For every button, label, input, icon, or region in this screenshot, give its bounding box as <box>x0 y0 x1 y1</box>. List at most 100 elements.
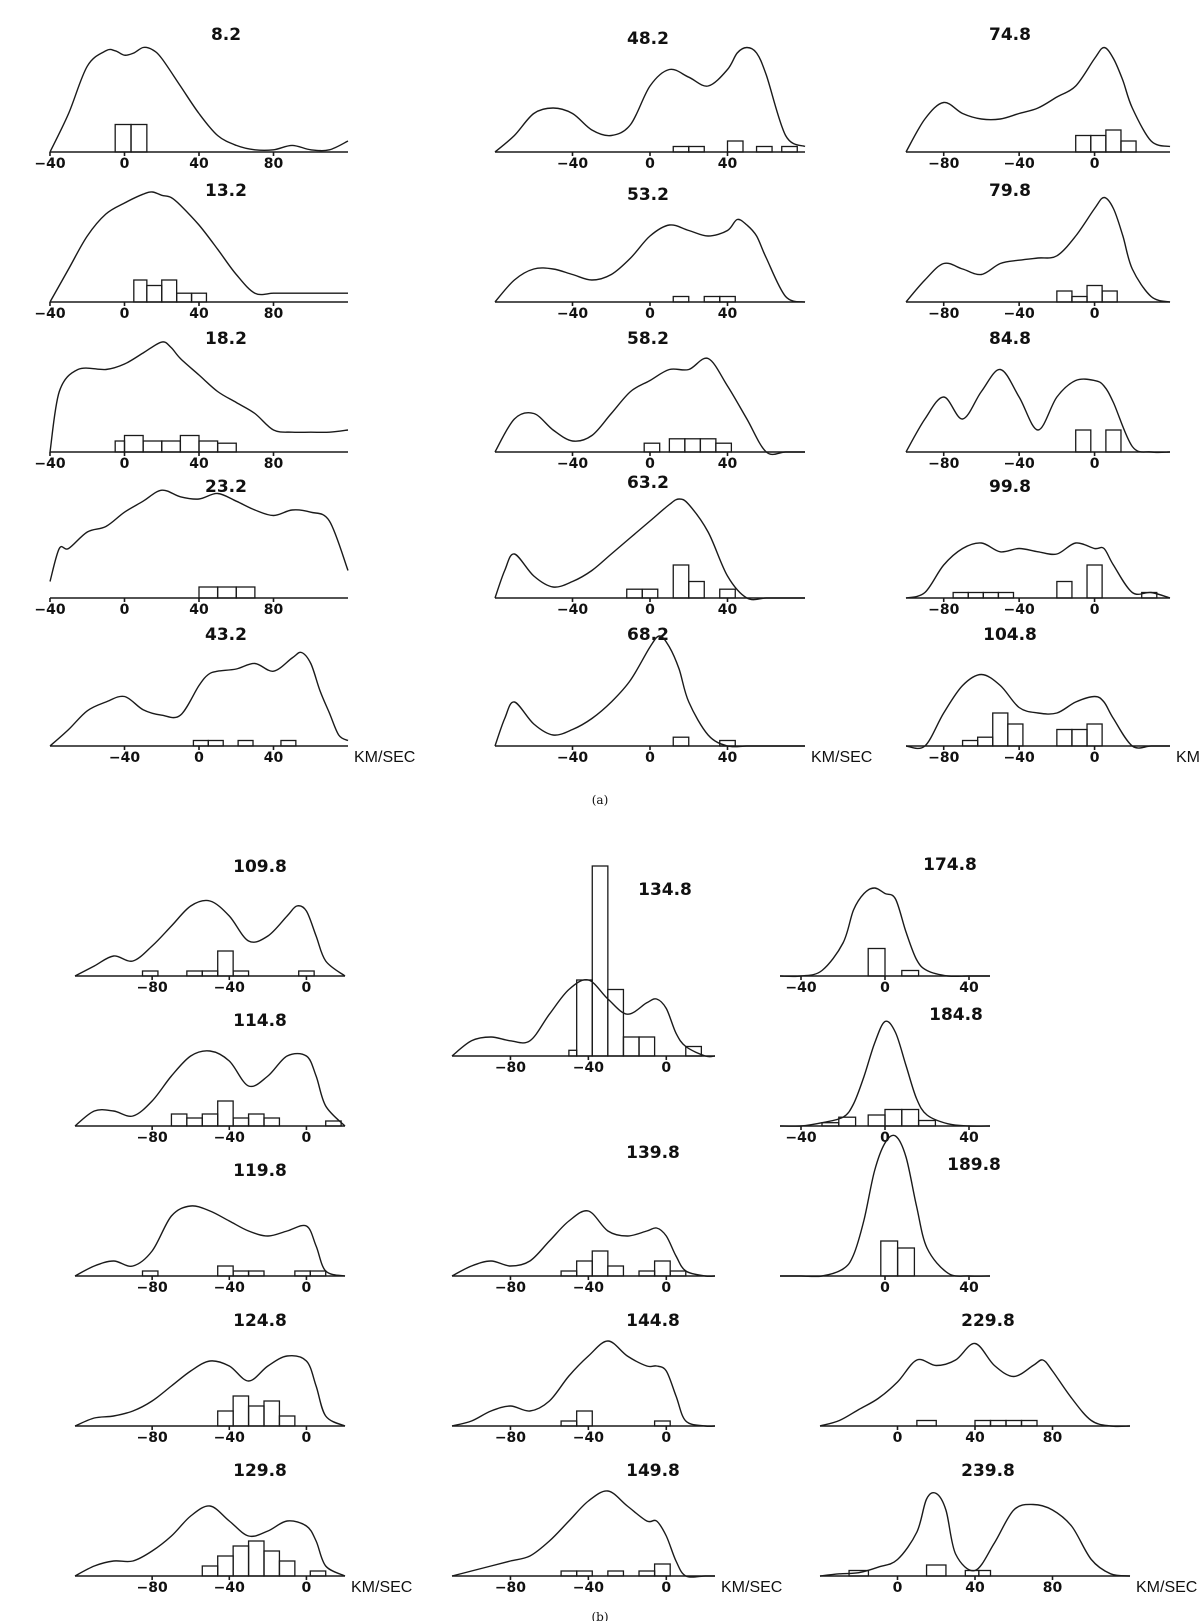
histogram-bar <box>133 279 148 303</box>
panel-title: 13.2 <box>205 181 247 201</box>
profile-curve <box>451 1340 716 1428</box>
histogram-bar <box>217 1100 234 1127</box>
tick-label: 80 <box>264 156 284 172</box>
histogram-bar <box>247 1540 265 1577</box>
histogram-bar <box>880 1240 899 1277</box>
tick-label: 0 <box>302 1580 312 1596</box>
unit-label: KM/SEC <box>1176 749 1200 766</box>
histogram-bar <box>997 591 1015 599</box>
histogram-bar <box>1075 134 1092 153</box>
profile-curve <box>451 1490 715 1578</box>
profile-curve <box>494 218 806 303</box>
histogram-bar <box>186 1117 203 1127</box>
histogram-bar <box>992 712 1009 747</box>
tick-label: −80 <box>495 1430 526 1446</box>
panel-title: 124.8 <box>233 1311 287 1331</box>
histogram-bar <box>781 145 798 153</box>
tick-label: 40 <box>959 1280 979 1296</box>
histogram-bar <box>1086 723 1103 747</box>
histogram-bar <box>232 1117 250 1127</box>
tick-label: 40 <box>718 602 738 618</box>
histogram-bar <box>591 865 609 1057</box>
profile-curve <box>905 196 1171 303</box>
histogram-bar <box>141 1270 159 1277</box>
histogram-bar <box>198 586 219 599</box>
tick-label: −40 <box>557 750 588 766</box>
tick-label: −80 <box>928 156 959 172</box>
tick-label: 0 <box>645 306 655 322</box>
panel-title: 84.8 <box>989 329 1031 349</box>
tick-label: 0 <box>661 1430 671 1446</box>
histogram-bar <box>217 1410 234 1427</box>
histogram-bar <box>867 1114 886 1127</box>
histogram-bar <box>1105 129 1122 153</box>
histogram-bar <box>967 591 984 599</box>
histogram-bar <box>821 1122 840 1127</box>
tick-label: −40 <box>557 306 588 322</box>
histogram-bar <box>688 580 705 599</box>
histogram-bar <box>917 1119 937 1127</box>
histogram-bar <box>653 1563 671 1577</box>
tick-label: 0 <box>880 980 890 996</box>
unit-label: KM/SEC <box>351 1579 412 1596</box>
tick-label: 40 <box>264 750 284 766</box>
histogram-bar <box>607 1265 625 1277</box>
histogram-bar <box>719 588 736 599</box>
tick-label: −40 <box>557 156 588 172</box>
histogram-bar <box>982 591 1000 599</box>
panel-title: 48.2 <box>627 29 669 49</box>
tick-label: 80 <box>264 456 284 472</box>
histogram-bar <box>653 1260 671 1277</box>
tick-label: 0 <box>661 1280 671 1296</box>
tick-label: 40 <box>189 602 209 618</box>
tick-label: 0 <box>880 1280 890 1296</box>
panel-title: 129.8 <box>233 1461 287 1481</box>
profile-curve <box>74 899 346 977</box>
tick-label: −40 <box>1004 750 1035 766</box>
tick-label: 0 <box>645 750 655 766</box>
histogram-bar <box>1101 290 1118 303</box>
histogram-bar <box>974 1419 992 1427</box>
histogram-bar <box>232 970 250 977</box>
panel-title: 63.2 <box>627 473 669 493</box>
histogram-bar <box>263 1400 281 1427</box>
tick-label: −80 <box>137 1580 168 1596</box>
histogram-bar <box>114 123 132 153</box>
tick-label: −40 <box>1004 456 1035 472</box>
profile-curve <box>494 357 805 456</box>
histogram-bar <box>207 739 224 747</box>
histogram-bar <box>1056 728 1073 747</box>
profile-curve <box>74 1205 346 1277</box>
profile-curve <box>451 1210 716 1278</box>
tick-label: 0 <box>302 1280 312 1296</box>
histogram-bar <box>123 434 144 453</box>
profile-curve <box>49 46 349 153</box>
histogram-bar <box>638 1036 656 1057</box>
histogram-bar <box>1071 295 1088 303</box>
panel-129.8: 129.8 −80 −40 0 KM/SEC <box>74 1461 412 1596</box>
histogram-bar <box>247 1113 265 1127</box>
panel-title: 134.8 <box>638 880 692 900</box>
histogram-bar <box>699 438 717 453</box>
tick-label: 40 <box>189 456 209 472</box>
histogram-bar <box>1090 134 1107 153</box>
tick-label: 40 <box>718 456 738 472</box>
tick-label: −40 <box>785 980 816 996</box>
histogram-bar <box>626 588 643 599</box>
tick-label: 0 <box>120 456 130 472</box>
histogram-bar <box>1007 723 1024 747</box>
histogram-bar <box>884 1108 903 1127</box>
tick-label: 40 <box>189 306 209 322</box>
panel-title: 239.8 <box>961 1461 1015 1481</box>
tick-label: −40 <box>557 456 588 472</box>
tick-label: −40 <box>214 1580 245 1596</box>
histogram-bar <box>263 1550 281 1577</box>
tick-label: −40 <box>34 306 65 322</box>
